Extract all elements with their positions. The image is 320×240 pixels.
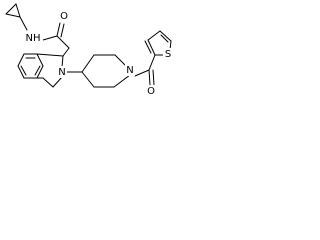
amide-nh-label: NH [24, 32, 43, 44]
cyclopropyl-ring [5, 3, 21, 18]
ketone-linker [134, 54, 156, 86]
piperidine-ring [65, 54, 131, 88]
amide-oxygen-atom-label: O [60, 11, 68, 22]
amide-linker [19, 16, 70, 49]
isoquinoline-nitrogen-atom-label: N [58, 67, 65, 78]
amide-oxygen-label: O [59, 10, 69, 22]
piperidine-nitrogen-atom-label: N [126, 65, 133, 76]
ketone-oxygen-label: O [146, 85, 156, 97]
thiophene-sulfur-label: S [163, 48, 173, 60]
chemical-structure-diagram: NH O N N O S [5, 3, 173, 97]
nh-atom-label: NH [26, 33, 41, 44]
isoquinoline-nitrogen-label: N [57, 66, 67, 78]
isoquinoline-saturated-ring [36, 47, 70, 88]
piperidine-nitrogen-label: N [125, 64, 135, 76]
sulfur-atom-label: S [165, 49, 171, 60]
isoquinoline-benzene-ring [17, 53, 44, 79]
ketone-oxygen-atom-label: O [147, 86, 155, 97]
